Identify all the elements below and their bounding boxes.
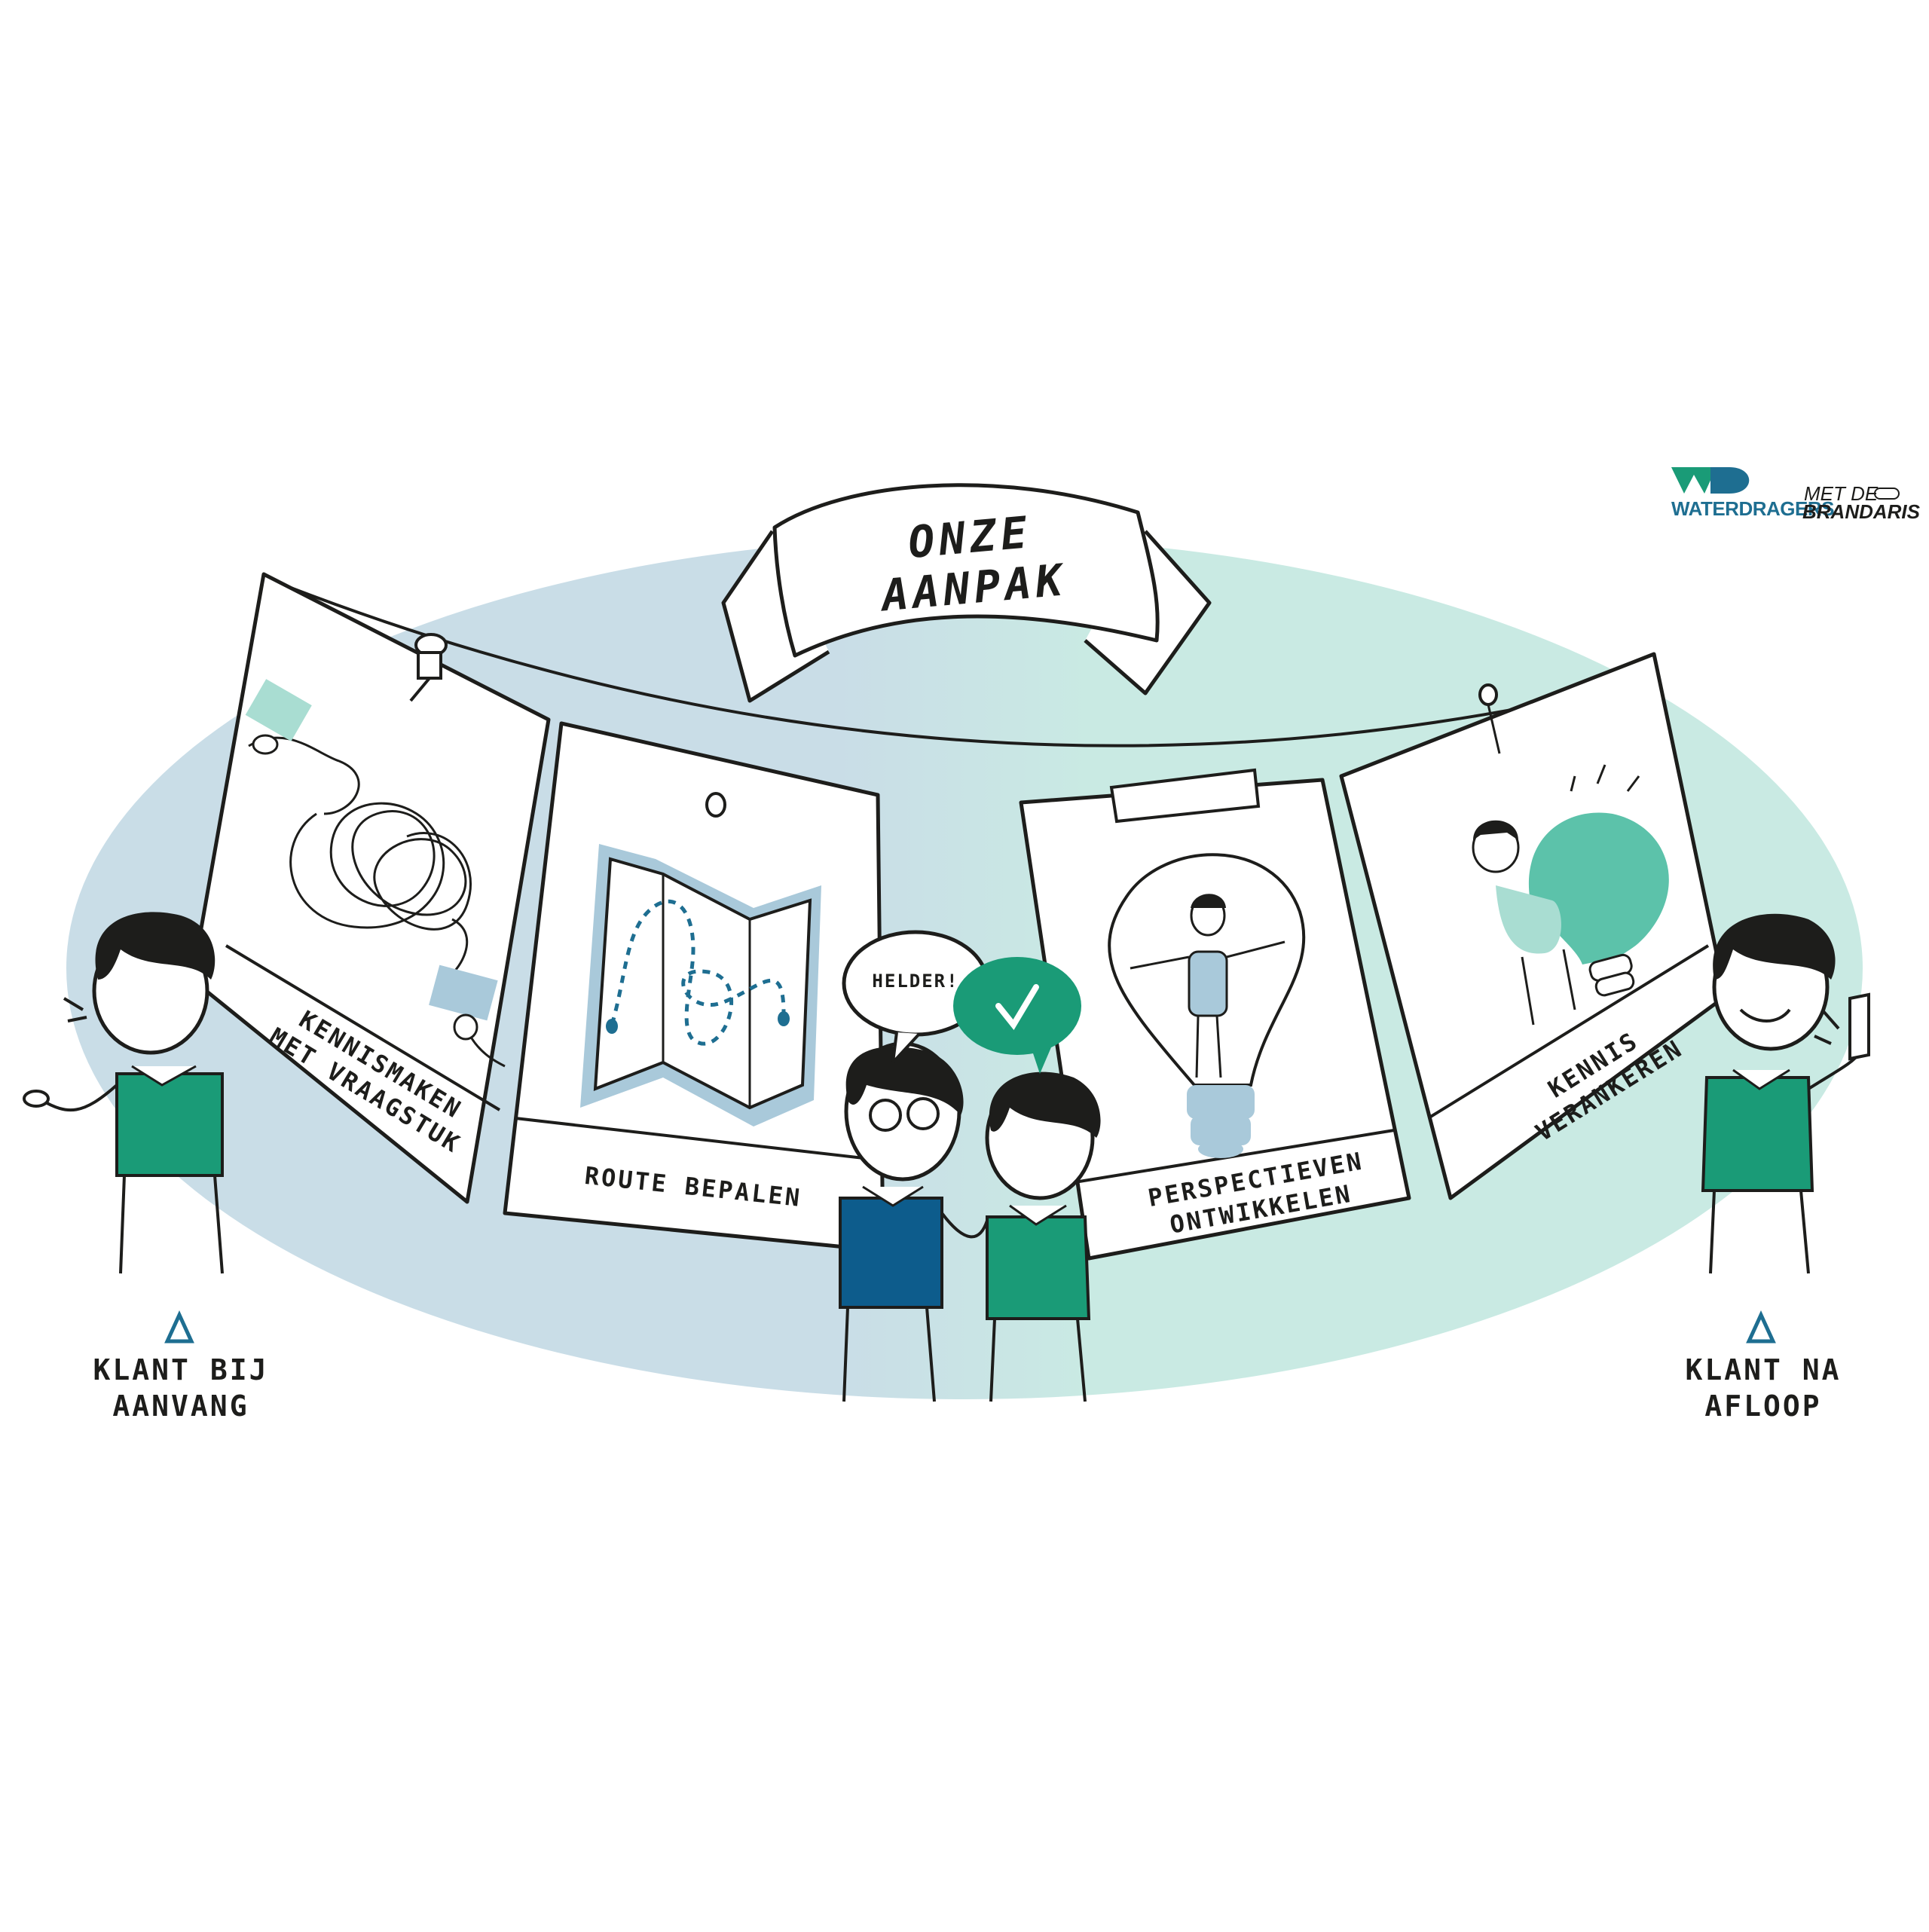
client-end-label: KLANT NA AFLOOP: [1685, 1353, 1842, 1423]
logo-brandaris-text: BRANDARIS: [1802, 500, 1920, 523]
client-end-figure: [1701, 913, 1870, 1274]
card-route: [503, 721, 885, 1253]
plug-icon-2: [429, 964, 498, 1021]
checkmark-icon: [995, 984, 1039, 1030]
title-banner: [721, 483, 1212, 703]
speech-bubble-helder: [842, 930, 989, 1067]
tape-icon: [1109, 768, 1261, 824]
brandaris-logo-icon: [1874, 488, 1900, 500]
checkmark-bubble: [953, 957, 1081, 1074]
client-start-figure: [23, 912, 224, 1274]
waterdragers-logo-icon: [1671, 467, 1750, 494]
advisor-pair: [839, 1041, 1101, 1402]
hanging-string: [271, 579, 1658, 747]
lightbulb-person-icon: [1108, 853, 1306, 1158]
client-start-label: KLANT BIJ AANVANG: [93, 1353, 269, 1423]
plug-icon: [245, 679, 312, 741]
card-kennismaken: [190, 572, 551, 1204]
logo-waterdragers-text: WATERDRAGERS: [1671, 497, 1834, 520]
logo-met-de-text: MET DE: [1804, 482, 1879, 505]
pushpin-icon: [409, 633, 448, 702]
card-verankeren: [1339, 652, 1728, 1200]
tangle-icon: [289, 802, 472, 931]
client-start-triangle-icon: [164, 1310, 194, 1344]
card-perspectieven: [1019, 768, 1411, 1261]
client-end-triangle-icon: [1746, 1310, 1776, 1344]
holding-bulb-icon: [1472, 764, 1669, 1026]
map-icon: [580, 844, 821, 1126]
speech-text: HELDER!: [872, 971, 959, 992]
